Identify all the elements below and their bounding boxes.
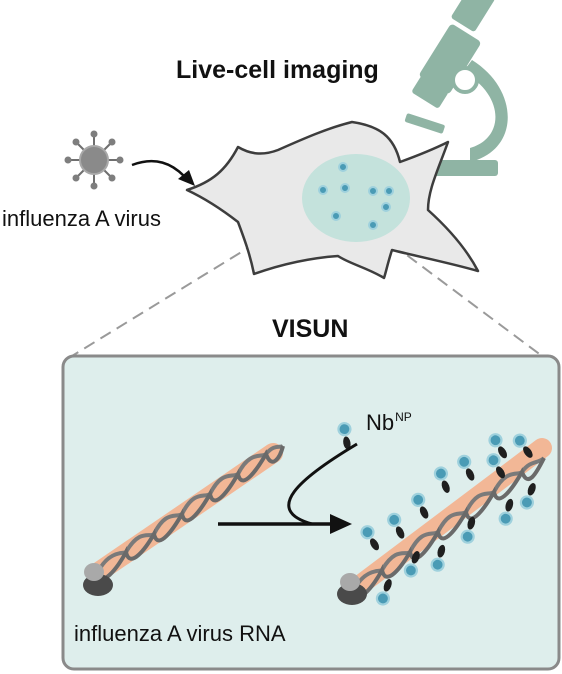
nanobody-label-base: Nb bbox=[366, 410, 395, 435]
zoom-line-right bbox=[391, 243, 543, 357]
infection-arrow-icon bbox=[131, 159, 195, 186]
nucleus bbox=[302, 154, 410, 242]
microscope-icon bbox=[404, 0, 508, 176]
nanobody-label-superscript: NP bbox=[395, 410, 412, 424]
virus-label: influenza A virus bbox=[2, 206, 161, 231]
cell-icon bbox=[185, 120, 480, 280]
visun-panel bbox=[61, 354, 561, 671]
method-label: VISUN bbox=[272, 315, 349, 343]
rna-helix-icon bbox=[83, 443, 285, 596]
nanobody-label: NbNP bbox=[366, 410, 412, 436]
virus-icon bbox=[64, 130, 124, 190]
figure-title: Live-cell imaging bbox=[176, 56, 379, 84]
rna-label: influenza A virus RNA bbox=[74, 621, 286, 646]
labeled-rna-helix-icon bbox=[337, 430, 552, 608]
binding-arrow-icon bbox=[218, 442, 358, 534]
